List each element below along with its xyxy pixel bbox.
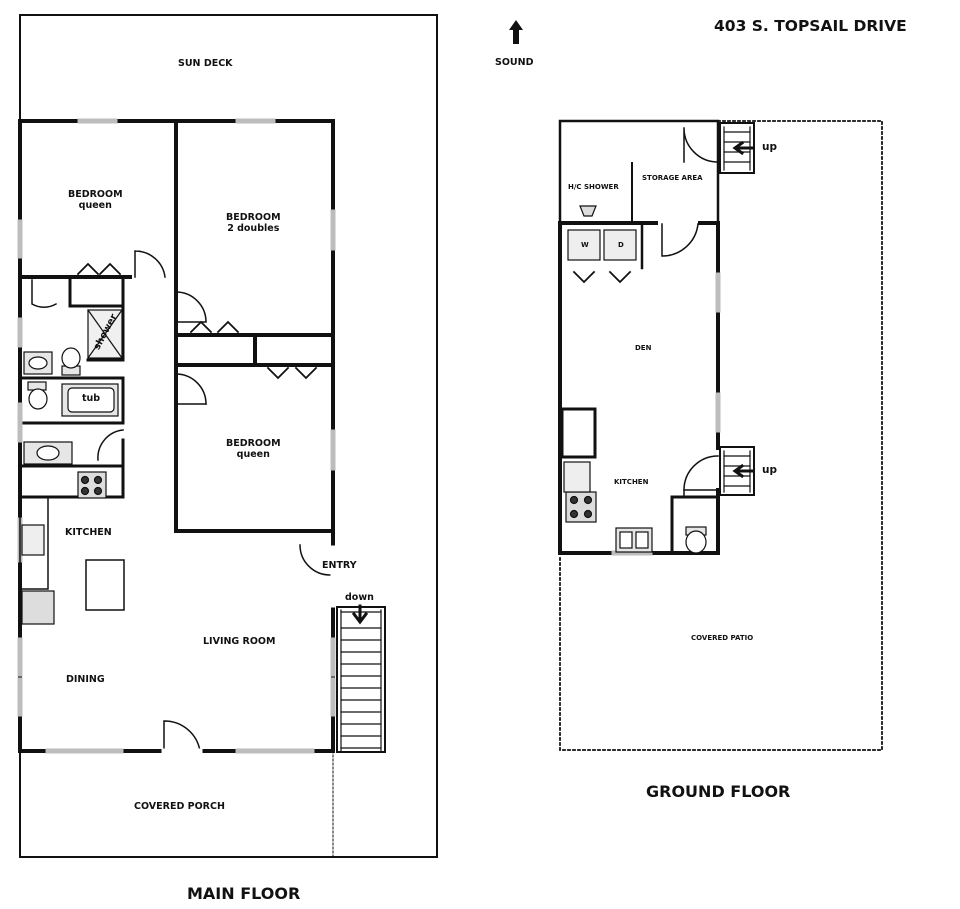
room-label-bedroom-2: BEDROOM 2 doubles <box>226 212 281 235</box>
stairs-up-label: up <box>762 464 777 476</box>
room-label-sun-deck: SUN DECK <box>178 58 233 69</box>
room-label-bedroom-1: BEDROOM queen <box>68 189 123 212</box>
stairs-up-label: up <box>762 141 777 153</box>
address-title: 403 S. TOPSAIL DRIVE <box>714 17 907 35</box>
stairs-down-arrow <box>351 604 369 625</box>
room-label-hc-shower: H/C SHOWER <box>568 183 619 191</box>
north-arrow-icon <box>509 20 523 44</box>
room-label-den: DEN <box>635 344 652 352</box>
room-label-dining: DINING <box>66 674 105 685</box>
ground-floor-plan <box>558 119 883 751</box>
room-label-bedroom-3: BEDROOM queen <box>226 438 281 461</box>
appliance-label-washer: W <box>581 241 589 249</box>
bed-type: 2 doubles <box>227 222 280 234</box>
room-label-kitchen: KITCHEN <box>65 527 112 538</box>
room-label-storage-area: STORAGE AREA <box>642 174 703 182</box>
ground-floor-title: GROUND FLOOR <box>646 782 791 801</box>
compass-label: SOUND <box>495 57 534 68</box>
fixture-label-tub: tub <box>82 393 101 404</box>
stairs-arrow-icon <box>732 140 754 156</box>
room-name: BEDROOM <box>68 189 123 200</box>
room-name: BEDROOM <box>226 212 281 223</box>
appliance-label-dryer: D <box>618 241 624 249</box>
room-label-ground-kitchen: KITCHEN <box>614 478 649 486</box>
room-name: BEDROOM <box>226 438 281 449</box>
bed-type: queen <box>236 448 270 460</box>
room-label-covered-patio: COVERED PATIO <box>691 634 754 642</box>
room-label-living-room: LIVING ROOM <box>203 636 276 647</box>
stairs-down-label: down <box>345 592 374 603</box>
bed-type: queen <box>78 199 112 211</box>
room-label-covered-porch: COVERED PORCH <box>134 801 225 812</box>
main-floor-plan <box>17 14 438 858</box>
room-label-entry: ENTRY <box>322 560 357 571</box>
stairs-arrow-icon <box>732 463 754 479</box>
main-floor-title: MAIN FLOOR <box>187 884 301 903</box>
